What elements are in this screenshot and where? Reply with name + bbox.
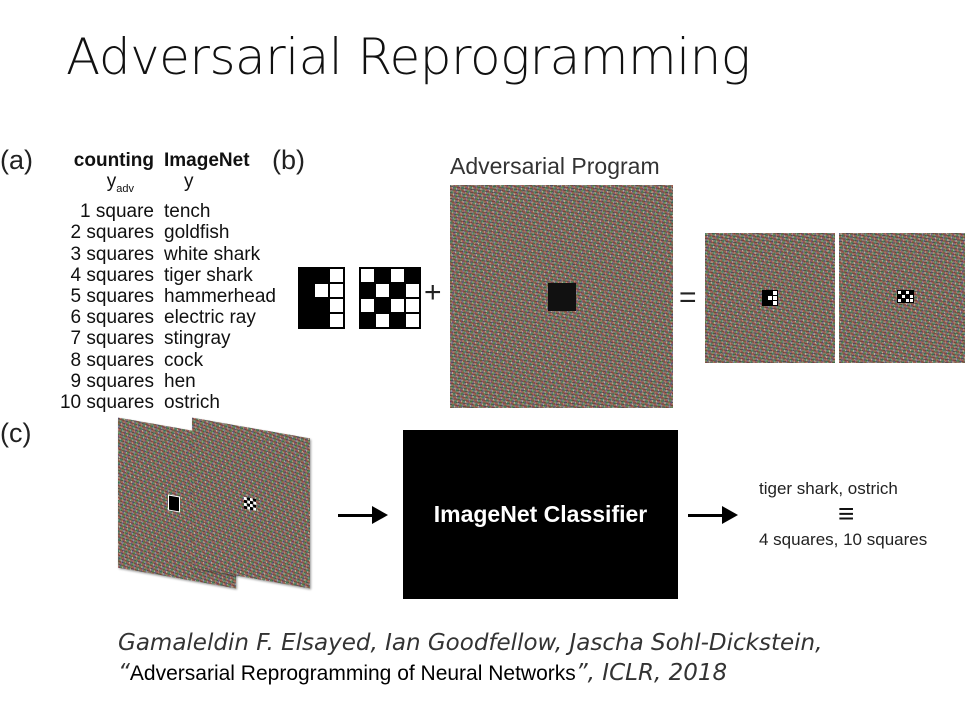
table-header: counting ImageNet [40,150,276,171]
classifier-label: ImageNet Classifier [433,501,648,527]
output-imagenet-labels: tiger shark, ostrich [759,479,898,498]
header-counting: counting [73,150,154,171]
panel-a-letter: (a) [0,145,33,175]
output-count-labels: 4 squares, 10 squares [759,530,928,549]
row-label: cock [164,349,204,371]
row-count: 7 squares [70,328,154,350]
row-label: white shark [164,243,261,265]
row-label: goldfish [164,222,230,244]
subheader-y: y [184,171,194,193]
citation: Gamaleldin F. Elsayed, Ian Goodfellow, J… [118,628,878,689]
row-count: 3 squares [70,243,154,265]
row-label: tench [164,201,211,223]
subheader-yadv-sub: adv [116,183,134,195]
counting-image-10-squares [359,267,421,329]
table-row: 3 squares white shark [40,244,276,265]
equivalence-symbol: ≡ [838,498,855,529]
header-imagenet: ImageNet [164,150,250,171]
reprogrammed-image-1 [705,233,835,363]
table-row: 6 squares electric ray [40,307,276,328]
citation-authors: Gamaleldin F. Elsayed, Ian Goodfellow, J… [118,630,823,686]
row-count: 2 squares [70,222,154,244]
citation-venue: ”, ICLR, 2018 [575,660,728,686]
table-row: 9 squares hen [40,371,276,392]
row-count: 10 squares [59,392,154,414]
row-label: electric ray [164,307,256,329]
row-count: 8 squares [70,349,154,371]
panel-c-letter: (c) [0,418,32,448]
plus-sign: + [424,276,442,309]
slide-title: Adversarial Reprogramming [66,28,751,86]
row-label: tiger shark [164,264,253,286]
subheader-yadv: y [106,171,117,193]
row-count: 6 squares [70,307,154,329]
row-count: 1 square [80,201,154,223]
input-image-front [192,417,310,589]
adversarial-program-image [450,185,673,408]
counting-image-4-squares [298,267,345,329]
row-count: 9 squares [70,370,154,392]
row-label: hen [164,370,196,392]
table-row: 2 squares goldfish [40,222,276,243]
equals-sign: = [679,281,697,314]
table-row: 5 squares hammerhead [40,286,276,307]
imagenet-classifier-box: ImageNet Classifier [403,430,678,599]
row-label: stingray [164,328,231,350]
row-label: hammerhead [164,286,276,308]
citation-paper-title: Adversarial Reprogramming of Neural Netw… [129,662,576,685]
table-row: 8 squares cock [40,350,276,371]
arrow-to-output [688,506,738,524]
table-row: 1 square tench [40,201,276,222]
panel-b-letter: (b) [272,145,305,175]
row-count: 4 squares [70,264,154,286]
row-label: ostrich [164,392,220,414]
table-row: 7 squares stingray [40,328,276,349]
table-row: 10 squares ostrich [40,392,276,413]
center-patch [548,283,576,311]
adversarial-program-label: Adversarial Program [450,153,660,179]
table-row: 4 squares tiger shark [40,265,276,286]
row-count: 5 squares [70,286,154,308]
table-subheader: yadv y [40,171,276,200]
arrow-to-classifier [338,506,388,524]
table-body: 1 square tench 2 squares goldfish 3 squares w… [40,201,276,413]
reprogrammed-image-2 [839,233,965,363]
